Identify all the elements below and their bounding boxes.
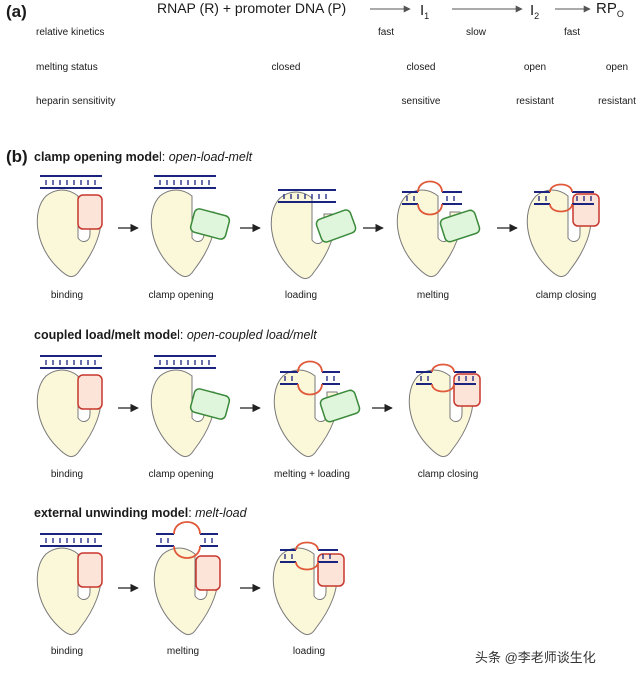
melted-bubble xyxy=(549,203,573,213)
melted-bubble xyxy=(297,360,323,373)
step-label: binding xyxy=(50,290,84,301)
polymerase-body xyxy=(526,189,592,277)
open-complex-rpo: RPO xyxy=(596,0,624,19)
step-label: clamp closing xyxy=(417,469,479,480)
melted-bubble xyxy=(549,183,573,193)
reactants-label: RNAP (R) + promoter DNA (P) xyxy=(157,0,347,16)
clamp-closed xyxy=(77,194,103,230)
clamp-closed xyxy=(317,553,345,587)
clamp-closed xyxy=(195,555,221,591)
step-label: loading xyxy=(292,646,326,657)
step-label: melting xyxy=(166,646,200,657)
melted-bubble xyxy=(431,383,455,393)
step-label: binding xyxy=(50,469,84,480)
clamp-open xyxy=(439,209,481,243)
step-label: binding xyxy=(50,646,84,657)
clamp-open xyxy=(189,388,231,420)
step-label: clamp closing xyxy=(535,290,597,301)
clamp-closed xyxy=(572,193,600,227)
polymerase-body xyxy=(153,547,219,635)
row-label: relative kinetics xyxy=(36,27,105,38)
watermark: 头条 @李老师谈生化 xyxy=(475,650,596,665)
melted-bubble xyxy=(431,363,455,373)
melted-bubble xyxy=(295,561,319,571)
step-label: clamp opening xyxy=(148,469,214,480)
cell: open xyxy=(523,62,547,73)
melted-bubble xyxy=(297,383,323,396)
cell: slow xyxy=(465,27,487,38)
cell: resistant xyxy=(598,96,636,107)
clamp-closed xyxy=(77,552,103,588)
cell: open xyxy=(605,62,629,73)
intermediate-i2: I2 xyxy=(530,2,540,21)
cell: closed xyxy=(406,62,436,73)
step-label: clamp opening xyxy=(148,290,214,301)
melted-bubble xyxy=(295,541,319,551)
cell: sensitive xyxy=(401,96,441,107)
melted-bubble xyxy=(173,521,201,535)
cell: closed xyxy=(271,62,301,73)
cell: resistant xyxy=(516,96,554,107)
model-title-coupled: coupled load/melt model: open-coupled lo… xyxy=(34,328,317,342)
panel-a-label: (a) xyxy=(6,2,27,21)
cell: fast xyxy=(377,27,395,38)
polymerase-body xyxy=(408,369,474,457)
cell: fast xyxy=(563,27,581,38)
panel-b-label: (b) xyxy=(6,147,28,166)
polymerase-body xyxy=(36,547,102,635)
polymerase-body xyxy=(36,189,102,277)
clamp-closed xyxy=(77,374,103,410)
clamp-open xyxy=(189,208,231,240)
step-label: melting + loading xyxy=(274,469,350,480)
row-label: melting status xyxy=(36,62,98,73)
melted-bubble xyxy=(417,180,443,193)
clamp-closed xyxy=(453,373,481,407)
melted-bubble xyxy=(417,203,443,216)
clamp-open xyxy=(319,389,361,423)
polymerase-body xyxy=(272,547,338,635)
clamp-open xyxy=(315,209,357,243)
polymerase-body xyxy=(36,369,102,457)
model-title-external: external unwinding model: melt-load xyxy=(34,506,247,520)
row-label: heparin sensitivity xyxy=(36,96,116,107)
step-label: loading xyxy=(284,290,318,301)
model-title-clamp-opening: clamp opening model: open-load-melt xyxy=(34,150,253,164)
melted-bubble xyxy=(173,545,201,559)
intermediate-i1: I1 xyxy=(420,2,430,21)
step-label: melting xyxy=(416,290,450,301)
